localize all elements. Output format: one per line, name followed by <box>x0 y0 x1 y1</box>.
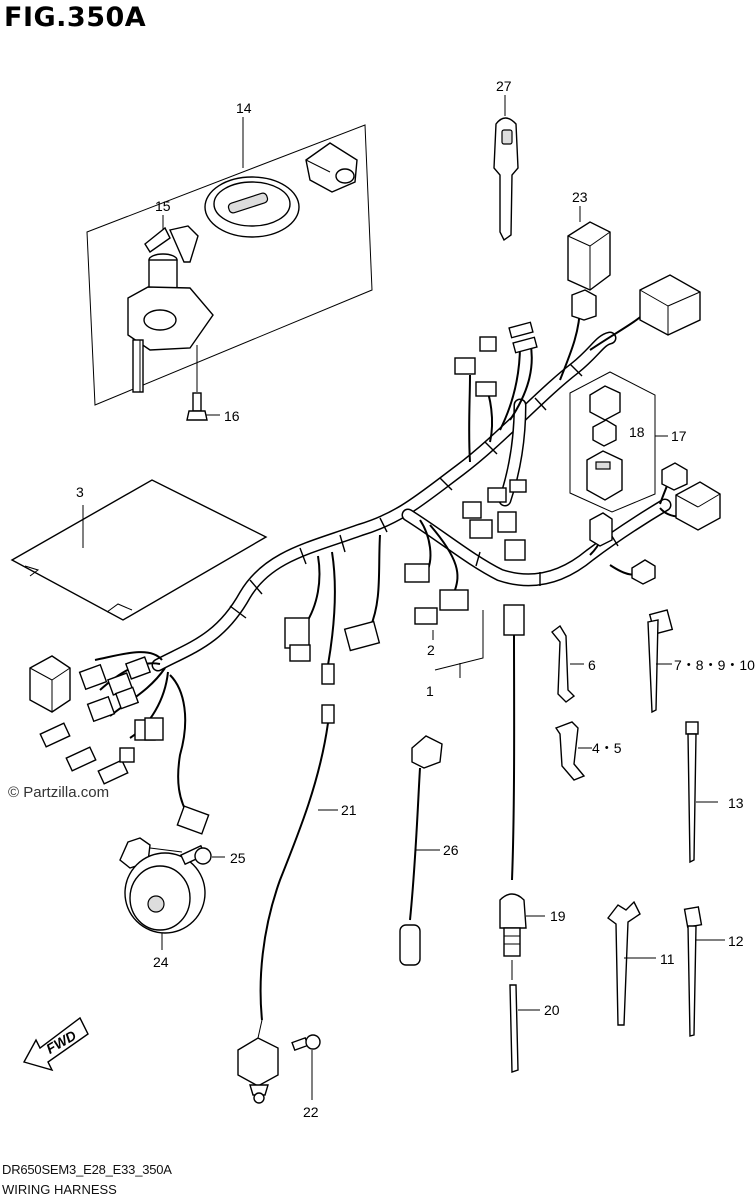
callout-13: 13 <box>728 795 744 811</box>
callout-16: 16 <box>224 408 240 424</box>
part-14-seat-lock <box>305 142 358 193</box>
callout-27: 27 <box>496 78 512 94</box>
callout-15: 15 <box>155 198 171 214</box>
part-4-5-clamp <box>554 721 592 781</box>
callout-18: 18 <box>629 424 645 440</box>
part-17-fuse-box-bracket <box>569 371 668 513</box>
watermark: © Partzilla.com <box>8 784 110 801</box>
part-1-main-wiring-harness <box>29 274 721 835</box>
part-19-sensor <box>499 604 545 980</box>
part-24-horn <box>119 837 206 950</box>
callout-6: 6 <box>588 657 596 673</box>
callout-21: 21 <box>341 802 357 818</box>
callout-25: 25 <box>230 850 246 866</box>
part-13-cable-tie <box>685 721 718 864</box>
part-22-screw <box>291 1034 321 1100</box>
callout-23: 23 <box>572 189 588 205</box>
callout-1: 1 <box>426 683 434 699</box>
figure-title: FIG.350A <box>4 2 147 33</box>
part-14-lock-set-box <box>86 117 373 406</box>
callout-24: 24 <box>153 954 169 970</box>
part-6-clamp <box>551 624 584 703</box>
part-3-label-sheet <box>10 479 268 621</box>
callout-2: 2 <box>427 642 435 658</box>
part-26-sensor <box>399 735 443 966</box>
part-14-fuel-cap <box>204 176 300 238</box>
part-15-ignition-switch <box>127 215 214 393</box>
part-23-relay <box>567 206 611 291</box>
callout-7-10: 7・8・9・10 <box>674 657 755 673</box>
callout-4-5: 4・5 <box>592 740 622 756</box>
callout-20: 20 <box>544 1002 560 1018</box>
callout-12: 12 <box>728 933 744 949</box>
callout-26: 26 <box>443 842 459 858</box>
callout-17: 17 <box>671 428 687 444</box>
part-27-key <box>493 95 519 242</box>
section-name: WIRING HARNESS <box>2 1182 117 1197</box>
callout-11: 11 <box>660 951 675 967</box>
fwd-direction-arrow: FWD <box>22 1016 89 1072</box>
model-code: DR650SEM3_E28_E33_350A <box>2 1162 172 1177</box>
callout-3: 3 <box>76 484 84 500</box>
callout-22: 22 <box>303 1104 319 1120</box>
part-25-bolt <box>149 844 225 866</box>
part-16-bolt <box>186 345 220 421</box>
part-7-10-cable-tie <box>647 609 674 714</box>
callout-19: 19 <box>550 908 566 924</box>
part-12-cable-tie <box>683 906 725 1037</box>
part-11-cable-tie <box>607 900 656 1026</box>
callout-14: 14 <box>236 100 252 116</box>
part-20-washer <box>509 984 540 1073</box>
part-21-sensor <box>237 704 338 1104</box>
